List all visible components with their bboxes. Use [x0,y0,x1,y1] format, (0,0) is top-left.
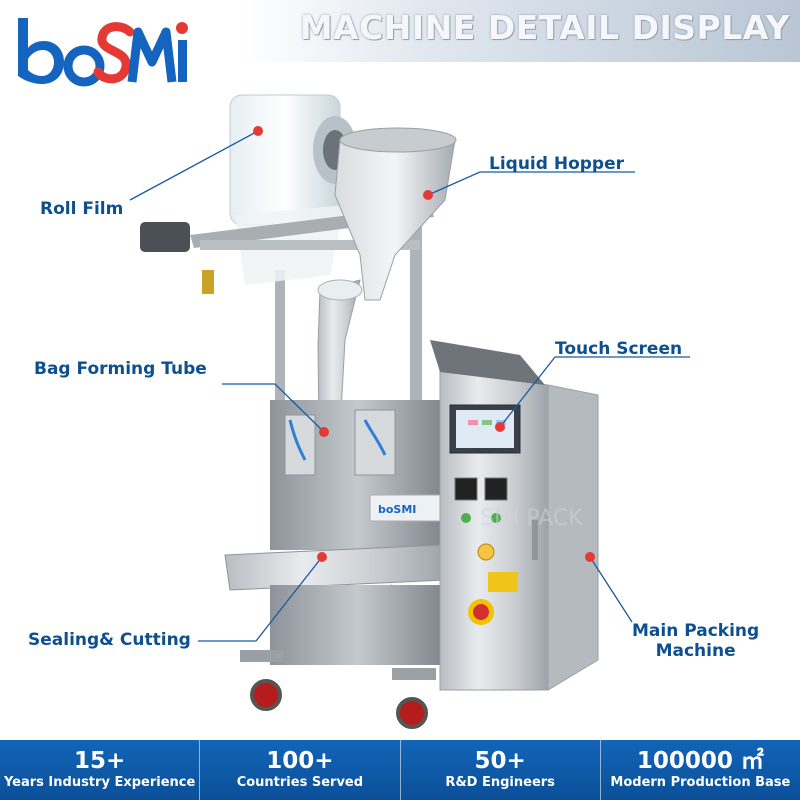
stat-label: Years Industry Experience [3,775,196,790]
callout-bag-forming-tube: Bag Forming Tube [34,359,207,379]
frame-post-left [275,270,285,420]
page-title: MACHINE DETAIL DISPLAY [299,8,790,47]
callout-touch-screen: Touch Screen [555,339,683,359]
callout-dots [253,126,595,562]
brand-logo [12,10,192,88]
callout-dot-touch-screen [495,422,505,432]
callout-main-packing-machine-line1: Main Packing [632,621,760,641]
callout-dot-main-packing-machine [585,552,595,562]
callout-main-packing-machine: Main Packing Machine [632,621,759,661]
stats-footer: 15+ Years Industry Experience 100+ Count… [0,740,800,800]
callout-lines [129,130,690,642]
stat-countries-served: 100+ Countries Served [200,740,401,800]
callout-dot-liquid-hopper [423,190,433,200]
stat-value: 15+ [73,748,126,774]
callout-liquid-hopper: Liquid Hopper [489,154,625,174]
lower-base [270,585,445,665]
brand-logo-graphic [18,18,188,87]
stat-value: 100+ [266,748,334,774]
callout-dot-bag-forming-tube [319,427,329,437]
main-cabinet-graphic [430,340,599,691]
stat-label: Modern Production Base [610,775,791,790]
stat-rd-engineers: 50+ R&D Engineers [401,740,601,800]
liquid-hopper-graphic [334,127,457,301]
packing-machine-drawing: boSMI [129,94,690,729]
panel-brand-text: boSMI [378,503,416,516]
stat-value: 100000 ㎡ [636,748,764,774]
callout-roll-film: Roll Film [40,199,124,219]
stat-years-experience: 15+ Years Industry Experience [0,740,201,800]
film-motor [140,222,190,252]
stat-label: Countries Served [236,775,364,790]
caster-wheels [240,650,436,729]
callout-sealing-cutting: Sealing& Cutting [28,630,191,650]
stat-value: 50+ [474,748,526,774]
stat-label: R&D Engineers [445,775,555,790]
stat-production-base: 100000 ㎡ Modern Production Base [601,740,800,800]
callout-dot-sealing-cutting [317,552,327,562]
watermark-text: SMI PACK [480,506,583,531]
machine-illustration: boSMI [0,62,800,740]
callout-main-packing-machine-line2: Machine [655,641,736,661]
callout-dot-roll-film [253,126,263,136]
